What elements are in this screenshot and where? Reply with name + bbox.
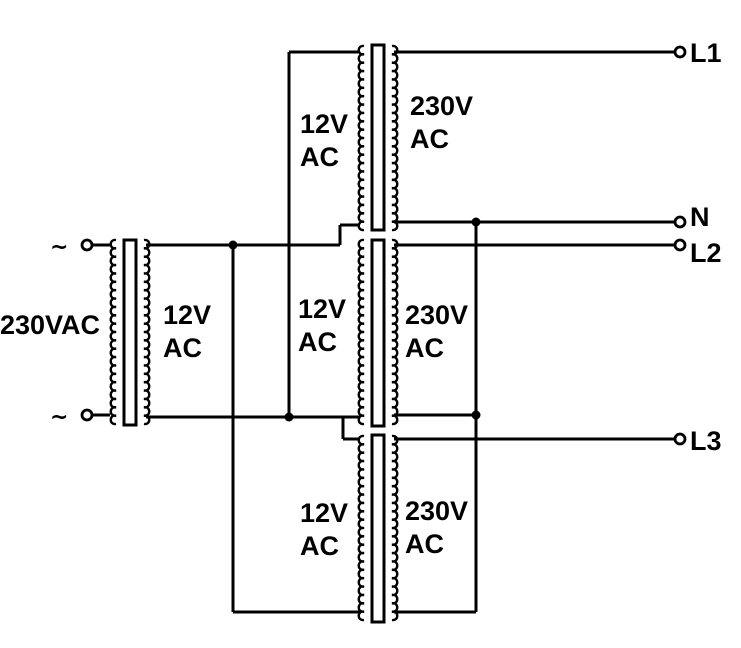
- top-transformer-core: [370, 43, 386, 232]
- junction-dots: [228, 217, 481, 422]
- output-terminal-l2: [673, 238, 687, 252]
- input-terminal-symbol: ~: [50, 235, 68, 260]
- top-low-label-line1: 12V: [300, 109, 348, 139]
- output-label-l1: L1: [690, 38, 722, 68]
- input-secondary-label-line1: 12V: [163, 300, 211, 330]
- bottom-low-label-line1: 12V: [300, 498, 348, 528]
- bottom-high-label-line1: 230V: [405, 496, 468, 526]
- bottom-high-winding: [391, 434, 399, 622]
- output-label-n: N: [690, 202, 710, 232]
- middle-high-winding: [391, 238, 399, 426]
- middle-low-label-line1: 12V: [298, 294, 346, 324]
- input-terminal-symbol: ~: [50, 405, 68, 430]
- bottom-transformer-core: [370, 433, 386, 624]
- bottom-low-label-line2: AC: [300, 531, 339, 561]
- transformer-cores: [122, 43, 386, 624]
- output-label-l3: L3: [690, 426, 722, 456]
- middle-high-label-line2: AC: [405, 333, 444, 363]
- junction-dot: [471, 217, 481, 227]
- input-terminal: [80, 238, 94, 252]
- top-high-label-line1: 230V: [410, 91, 473, 121]
- bottom-high-label-line2: AC: [405, 529, 444, 559]
- output-label-l2: L2: [690, 238, 722, 268]
- input-secondary-winding: [143, 238, 151, 426]
- middle-high-label-line1: 230V: [405, 300, 468, 330]
- windings: [109, 44, 399, 622]
- top-low-winding: [357, 44, 365, 232]
- output-terminal-l3: [673, 432, 687, 446]
- top-high-winding: [391, 44, 399, 232]
- middle-low-label-line2: AC: [298, 327, 337, 357]
- output-terminal-n: [673, 215, 687, 229]
- junction-dot: [228, 240, 238, 250]
- junction-dot: [471, 410, 481, 420]
- junction-dot: [284, 412, 294, 422]
- input-primary-label: 230VAC: [0, 310, 100, 340]
- labels: ~ ~ 230VAC 12V AC 12V AC 230V AC 12V AC …: [0, 38, 722, 561]
- input-terminal: [80, 408, 94, 422]
- input-transformer-core: [122, 238, 138, 427]
- top-high-label-line2: AC: [410, 124, 449, 154]
- input-secondary-label-line2: AC: [163, 333, 202, 363]
- input-primary-winding: [109, 238, 117, 426]
- bottom-low-winding: [357, 434, 365, 622]
- terminals: [80, 45, 687, 446]
- middle-transformer-core: [370, 238, 386, 428]
- output-terminal-l1: [673, 45, 687, 59]
- top-low-label-line2: AC: [300, 142, 339, 172]
- middle-low-winding: [357, 238, 365, 426]
